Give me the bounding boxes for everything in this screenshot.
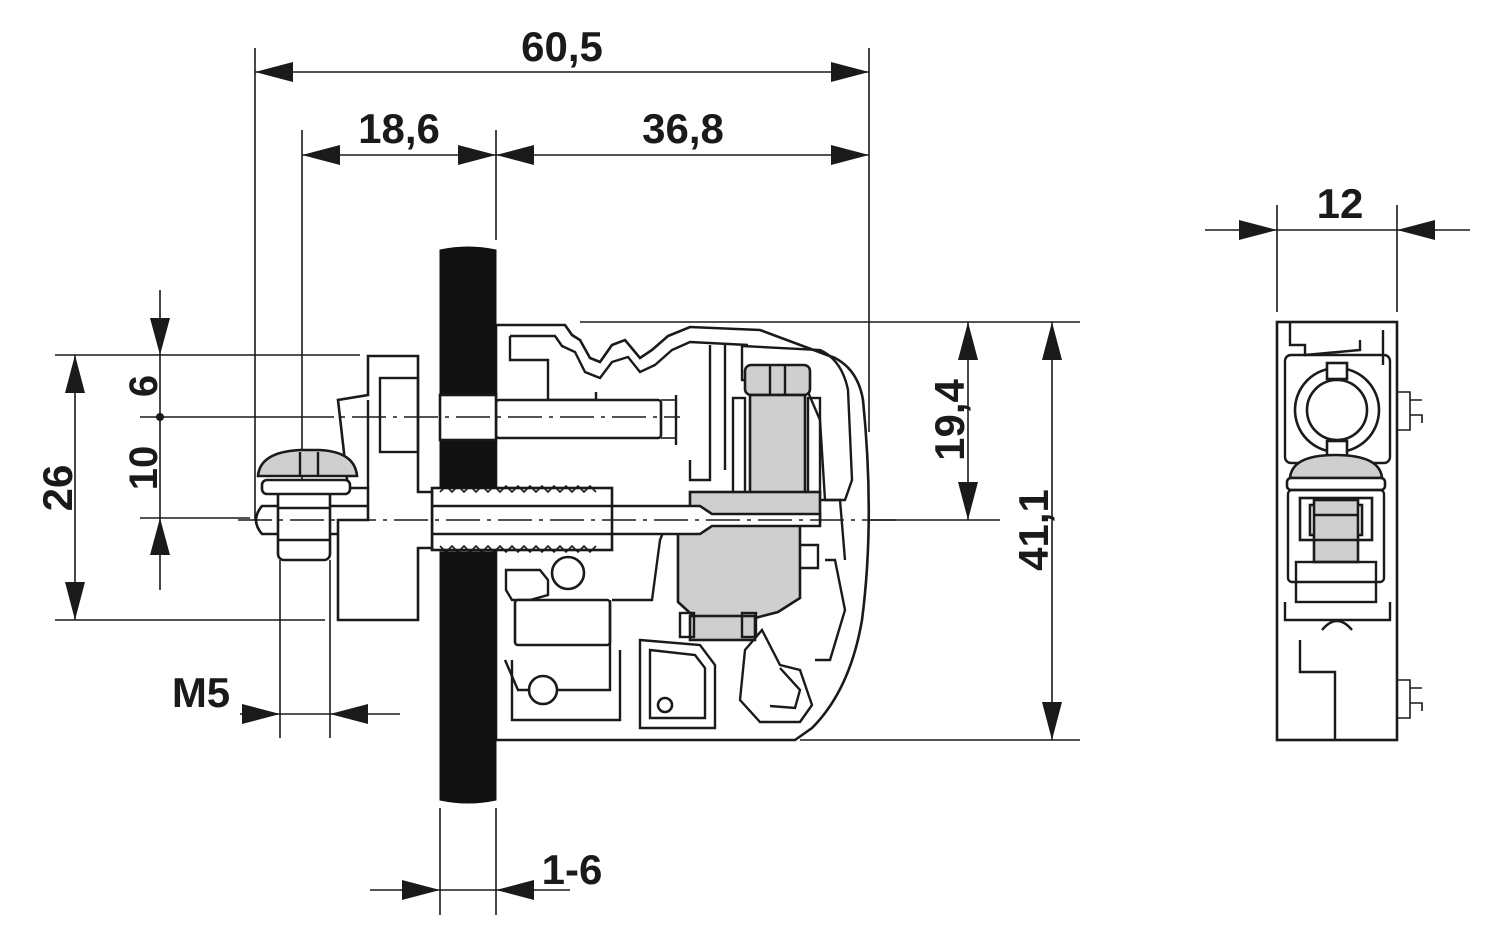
label-panel-thickness: 1-6 bbox=[542, 846, 603, 893]
label-total-height: 41,1 bbox=[1010, 489, 1057, 571]
dimension-mount-height: 26 bbox=[34, 354, 360, 621]
label-overall-depth: 60,5 bbox=[521, 23, 603, 70]
centerlines bbox=[238, 416, 900, 521]
label-mount-height: 26 bbox=[34, 465, 81, 512]
terminal-front-view bbox=[1275, 320, 1423, 742]
label-offset-upper: 6 bbox=[122, 375, 166, 397]
clamp-yoke bbox=[676, 520, 820, 642]
dimension-overall-depth: 60,5 bbox=[254, 23, 870, 520]
label-width: 12 bbox=[1317, 180, 1364, 227]
dimension-offsets: 6 10 bbox=[122, 290, 300, 590]
m5-screw bbox=[256, 448, 359, 562]
front-cap bbox=[336, 354, 434, 622]
dimension-panel-thickness: 1-6 bbox=[370, 808, 602, 915]
label-front-depth: 18,6 bbox=[358, 105, 440, 152]
dimension-thread: M5 bbox=[172, 560, 400, 738]
label-thread: M5 bbox=[172, 669, 230, 716]
dimension-total-height: 41,1 bbox=[800, 322, 1080, 741]
dimension-upper-height: 19,4 bbox=[580, 321, 1080, 521]
label-rear-depth: 36,8 bbox=[642, 105, 724, 152]
dimension-rear-depth: 36,8 bbox=[496, 105, 869, 165]
dimension-front-depth: 18,6 bbox=[301, 105, 497, 520]
dimension-width: 12 bbox=[1205, 180, 1470, 312]
mounting-panel bbox=[438, 246, 498, 804]
label-offset-lower: 10 bbox=[122, 446, 166, 491]
label-upper-height: 19,4 bbox=[926, 378, 973, 460]
